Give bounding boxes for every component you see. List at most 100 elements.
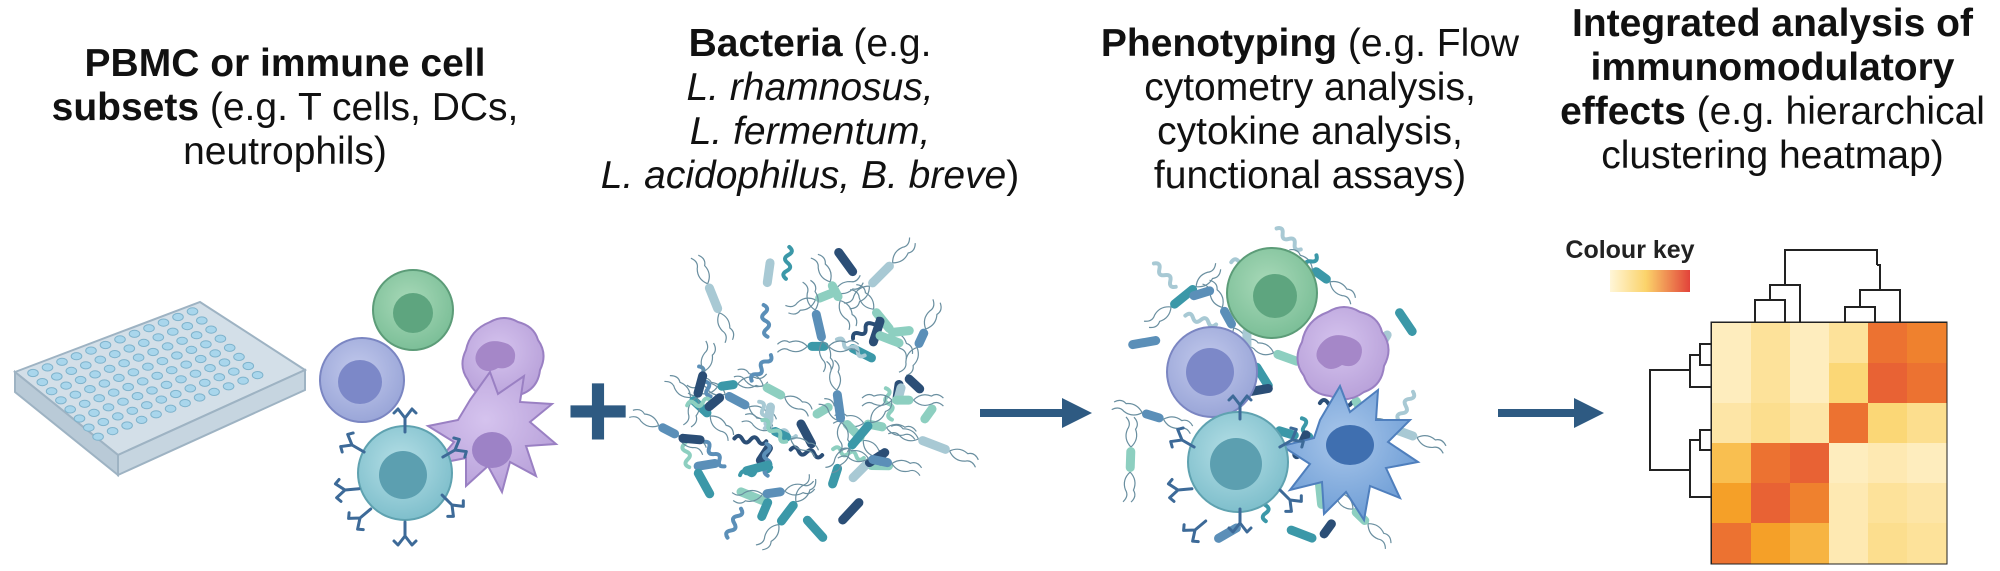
plate-well [123, 344, 136, 353]
plate-well [64, 405, 76, 414]
plate-well [222, 382, 235, 391]
dendritic-nucleus [472, 432, 512, 468]
heatmap-cell [1790, 443, 1830, 484]
plate-well [209, 349, 221, 358]
bacterium-icon [920, 404, 937, 424]
step2-title: Bacteria [688, 22, 843, 65]
bacterium-icon [875, 331, 904, 348]
plate-well [155, 395, 168, 404]
plate-well [126, 406, 139, 415]
heatmap-cell [1790, 403, 1830, 444]
antibody-icon [1278, 426, 1305, 449]
plate-well [98, 379, 111, 388]
bacterium-icon [760, 417, 789, 444]
bacterium-icon [802, 279, 834, 373]
plate-well [27, 368, 39, 378]
bacterium-icon [1122, 416, 1138, 503]
bacterium-icon [888, 424, 979, 468]
step2-caption: Bacteria (e.g. L. rhamnosus, L. fermentu… [560, 22, 1060, 198]
column-dendrogram [1754, 249, 1901, 325]
plate-well [84, 385, 96, 394]
heatmap-cell [1712, 483, 1752, 524]
plate-well [156, 357, 169, 366]
heatmap-cell [1829, 483, 1869, 524]
bacterium-icon [834, 336, 867, 359]
bacterium-icon [736, 487, 767, 505]
plate-well [138, 338, 150, 347]
heatmap-cell [1868, 403, 1908, 444]
bacterium-icon [1189, 286, 1215, 301]
step4-title: Integrated analysis of immunomodulatory … [1560, 2, 1973, 133]
heatmap-cell [1751, 483, 1791, 524]
step2-desc-pre: (e.g. [842, 22, 932, 65]
antibodies-step3 [1166, 394, 1305, 544]
heatmap-cell [1751, 443, 1791, 484]
bacterium-icon [1395, 389, 1417, 423]
plate-well [208, 387, 220, 396]
antibody-icon [1278, 488, 1303, 513]
antibody-icon [441, 436, 468, 459]
plate-well [141, 401, 153, 410]
t-cell-nucleus-2 [1253, 274, 1297, 318]
arrow-right-icon-2 [1498, 398, 1604, 428]
plate-well [92, 432, 104, 441]
plate-well [180, 360, 192, 369]
antibody-icon [1169, 426, 1196, 449]
plate-well [36, 378, 49, 387]
heatmap-cell [1907, 483, 1947, 524]
plate-well [179, 399, 191, 408]
heatmap-cell [1907, 403, 1947, 444]
plate-well [196, 316, 208, 325]
plate-well [74, 375, 87, 385]
plate-well [184, 384, 197, 393]
plate-well [94, 355, 107, 364]
plate-well [109, 350, 121, 359]
plate-well [114, 335, 126, 344]
plate-well [170, 389, 182, 399]
bacterium-icon [838, 498, 864, 525]
plate-well [83, 423, 95, 432]
heatmap-cell [1829, 523, 1869, 564]
species-3: L. acidophilus, B. breve [600, 154, 1007, 197]
bacterium-icon [850, 316, 881, 341]
antibody-icon [1227, 507, 1253, 534]
plate-well [112, 412, 124, 421]
bacteria-cloud [629, 237, 979, 551]
bacterium-icon [1128, 336, 1161, 350]
plate-well [89, 370, 101, 379]
plate-well [56, 357, 68, 366]
heatmap-cell [1790, 363, 1830, 404]
plate-well [164, 404, 177, 413]
plate-well [152, 333, 165, 342]
plate-well [55, 396, 67, 405]
plate-well [118, 359, 130, 368]
antibody-icon [392, 520, 418, 547]
plate-well [213, 373, 226, 382]
plate-well [228, 367, 240, 376]
plate-well [161, 342, 174, 351]
step3-title: Phenotyping [1100, 22, 1338, 65]
plate-well [106, 427, 119, 436]
plate-well [181, 322, 194, 331]
plate-well [117, 397, 129, 406]
heatmap-cell [1712, 443, 1752, 484]
plate-well [199, 378, 211, 387]
bacterium-icon [810, 253, 858, 331]
plate-well [146, 386, 158, 395]
arrow-right-icon-1 [980, 398, 1092, 428]
heatmap-cell [1829, 363, 1869, 404]
step3-desc: (e.g. Flow cytometry analysis, cytokine … [1144, 22, 1520, 197]
plate-well [131, 392, 144, 401]
antibodies-step1 [333, 407, 468, 547]
plate-well [200, 340, 212, 349]
plate-well [175, 375, 187, 384]
bacterium-icon [812, 402, 833, 419]
heatmap-cells [1712, 323, 1947, 564]
antibody-icon [1227, 394, 1253, 421]
bacterium-icon [749, 353, 774, 383]
heatmap-cell [1829, 443, 1869, 484]
lymphocyte-nucleus-2 [1186, 348, 1234, 396]
plate-well [233, 352, 245, 361]
antibody-icon [1166, 477, 1194, 503]
bacterium-icon [883, 386, 895, 422]
